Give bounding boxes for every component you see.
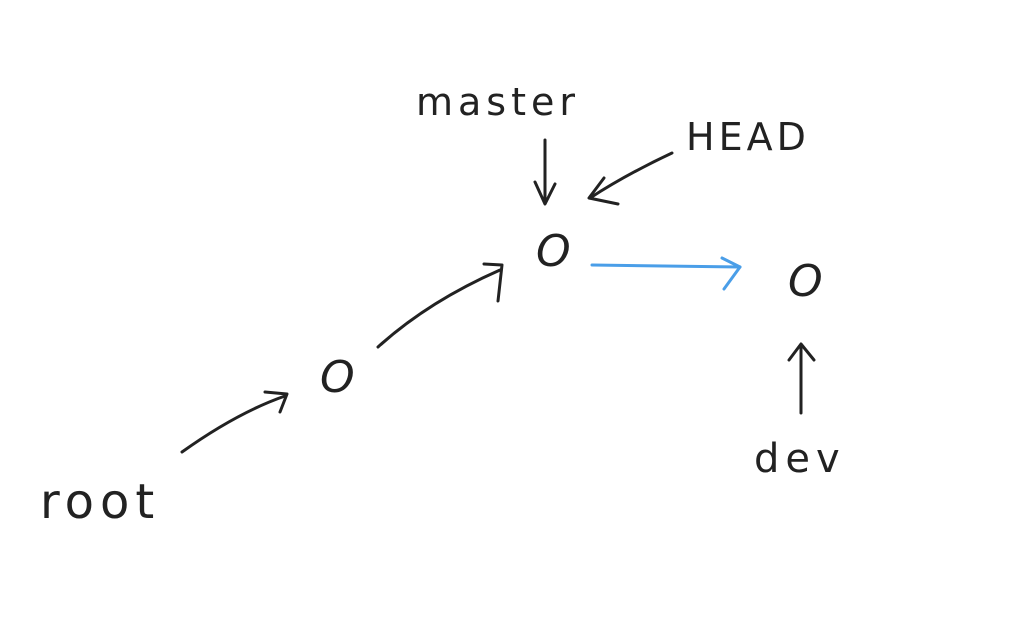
commit-node-3: O [788, 256, 823, 307]
label-root: root [40, 474, 160, 530]
label-head: HEAD [686, 115, 810, 159]
commit-node-1: O [320, 352, 355, 403]
arrow-master-to-commit2 [533, 138, 557, 206]
new-edge-line [590, 263, 742, 269]
label-dev: dev [754, 436, 846, 482]
label-master: master [416, 80, 580, 124]
commit-node-2: O [536, 226, 571, 277]
arrow-dev-to-commit3 [787, 342, 816, 415]
arrow-commit2-to-commit3 [590, 256, 742, 291]
arrow-head-to-commit2 [587, 151, 674, 206]
arrow-root-to-commit1 [180, 390, 289, 454]
arrow-commit1-to-commit2 [376, 262, 504, 349]
new-edge-head [720, 256, 742, 291]
